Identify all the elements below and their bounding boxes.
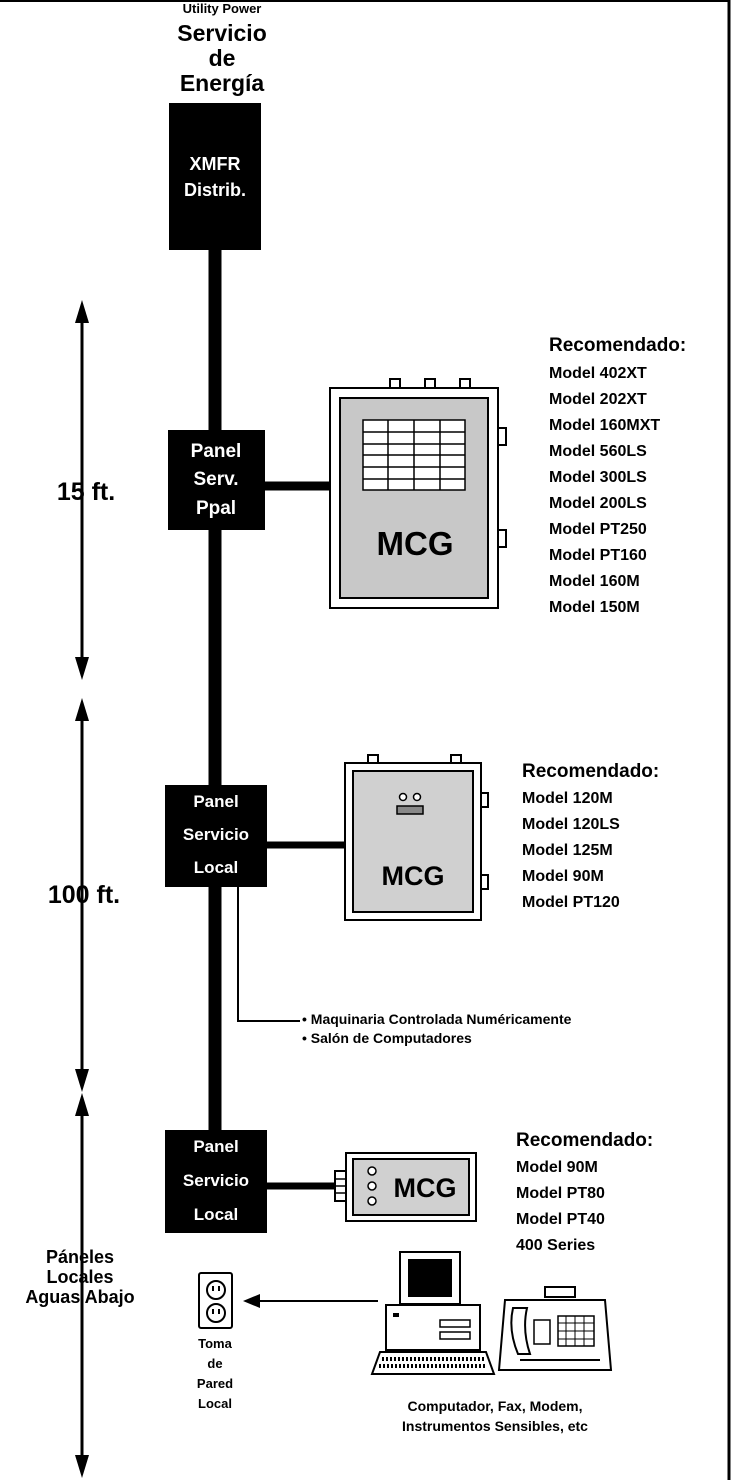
branch-load-1: • Maquinaria Controlada Numéricamente (302, 1011, 572, 1027)
rec-1-model-7: Model PT250 (549, 521, 647, 538)
panel-3-line-2: Servicio (183, 1171, 249, 1190)
title-line-2: de (209, 45, 236, 71)
mcg-device-medium: MCG (344, 754, 489, 921)
panel-local-service-2 (165, 1130, 267, 1233)
rec-1-model-8: Model PT160 (549, 547, 647, 564)
breaker-grid (362, 419, 466, 491)
rec-2-model-2: Model 120LS (522, 816, 620, 833)
branch-feeder-line (237, 887, 300, 1022)
rec-2-model-5: Model PT120 (522, 894, 620, 911)
panel-2-line-2: Servicio (183, 825, 249, 844)
mcg-badge-3: MCG (394, 1173, 457, 1203)
panel-2-line-1: Panel (193, 792, 238, 811)
mcg-badge-2: MCG (382, 861, 445, 891)
downstream-label-line-2: Locales (46, 1267, 113, 1287)
rec-3-model-2: Model PT80 (516, 1185, 605, 1202)
equipment-to-outlet-arrowhead (243, 1294, 260, 1308)
rec-1-model-6: Model 200LS (549, 495, 647, 512)
equipment-caption-2: Instrumentos Sensibles, etc (402, 1418, 588, 1434)
rec-1-model-9: Model 160M (549, 573, 640, 590)
rec-2-heading: Recomendado: (522, 761, 659, 782)
outlet-label-3: Pared (197, 1376, 233, 1391)
header-cut-text: Utility Power (183, 1, 262, 16)
distance-arrow-100ft (75, 698, 89, 1092)
rec-3-model-4: 400 Series (516, 1237, 595, 1254)
panel-1-line-1: Panel (191, 441, 242, 462)
panel-3-line-3: Local (194, 1205, 238, 1224)
outlet-label-4: Local (198, 1396, 232, 1411)
mcg-device-small: MCG (334, 1152, 477, 1222)
computer-icon (370, 1251, 496, 1375)
distance-label-100ft: 100 ft. (48, 881, 120, 909)
title-line-1: Servicio (177, 20, 267, 46)
downstream-label-line-3: Aguas Abajo (25, 1287, 134, 1307)
transformer-line-2: Distrib. (184, 180, 246, 200)
rec-2-model-1: Model 120M (522, 790, 613, 807)
mcg-badge-1: MCG (377, 525, 454, 562)
title-line-3: Energía (180, 70, 265, 96)
distance-arrow-downstream (75, 1093, 89, 1478)
rec-1-model-2: Model 202XT (549, 391, 647, 408)
panel-local-service-1 (165, 785, 267, 887)
rec-1-model-3: Model 160MXT (549, 417, 660, 434)
fax-machine-icon (497, 1286, 613, 1371)
panel-main-service (168, 430, 265, 530)
rec-2-model-3: Model 125M (522, 842, 613, 859)
transformer-line-1: XMFR (190, 154, 241, 174)
downstream-label-line-1: Páneles (46, 1247, 114, 1267)
wall-outlet-icon (198, 1272, 233, 1329)
outlet-label-1: Toma (198, 1336, 232, 1351)
panel-1-line-3: Ppal (196, 498, 236, 519)
rec-3-model-1: Model 90M (516, 1159, 598, 1176)
rec-1-model-10: Model 150M (549, 599, 640, 616)
branch-load-2: • Salón de Computadores (302, 1030, 472, 1046)
rec-1-model-1: Model 402XT (549, 365, 647, 382)
rec-1-heading: Recomendado: (549, 335, 686, 356)
distance-arrow-15ft (75, 300, 89, 680)
rec-2-model-4: Model 90M (522, 868, 604, 885)
panel-3-line-1: Panel (193, 1137, 238, 1156)
mcg-device-large: MCG (329, 378, 507, 609)
rec-3-heading: Recomendado: (516, 1130, 653, 1151)
rec-1-model-5: Model 300LS (549, 469, 647, 486)
outlet-label-2: de (207, 1356, 222, 1371)
transformer-box (169, 103, 261, 250)
rec-3-model-3: Model PT40 (516, 1211, 605, 1228)
equipment-caption-1: Computador, Fax, Modem, (407, 1398, 582, 1414)
panel-2-line-3: Local (194, 858, 238, 877)
distance-label-15ft: 15 ft. (57, 478, 115, 506)
rec-1-model-4: Model 560LS (549, 443, 647, 460)
panel-1-line-2: Serv. (193, 469, 238, 490)
